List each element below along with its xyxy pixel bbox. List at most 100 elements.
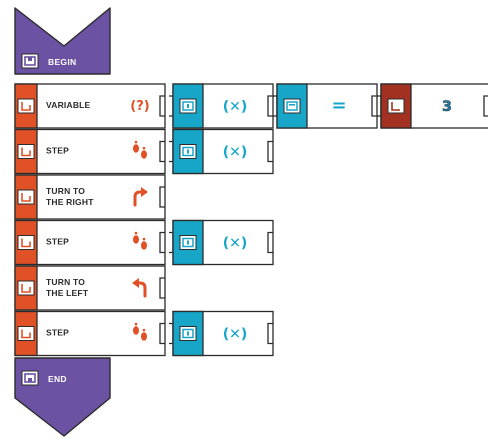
tile-glyph-dot <box>187 149 189 154</box>
param-socket <box>267 140 273 163</box>
block-socket <box>159 186 165 208</box>
param-socket <box>267 231 273 254</box>
arrow-head <box>141 187 148 197</box>
tile-frame <box>17 189 35 205</box>
param-strip <box>172 83 204 129</box>
param-socket <box>483 95 488 117</box>
parameter-block[interactable]: (✕) <box>169 128 274 175</box>
action-label-line-1: STEP <box>46 237 69 247</box>
param-value: (✕) <box>223 236 248 252</box>
tile-frame <box>17 235 35 250</box>
action-label-line-1: TURN TO <box>46 277 85 287</box>
question-icon: (?) <box>130 99 149 114</box>
block-socket <box>159 140 165 163</box>
action-block-body <box>14 219 166 266</box>
arrow-head <box>132 278 139 288</box>
begin-label: BEGIN <box>48 57 76 67</box>
action-label-line-1: VARIABLE <box>46 100 91 110</box>
footprint-toe <box>142 237 146 241</box>
tile-glyph-dot <box>187 331 189 336</box>
block-socket <box>159 277 165 299</box>
tile-frame <box>17 280 35 296</box>
tile-glyph-bar <box>289 104 295 106</box>
action-block[interactable]: VARIABLE (?) <box>14 83 166 129</box>
param-socket <box>267 322 273 345</box>
action-label-line-2: THE RIGHT <box>46 197 94 207</box>
block-socket <box>159 231 165 254</box>
action-block-body <box>14 174 166 220</box>
footsteps-icon <box>133 140 147 159</box>
tile-glyph <box>286 101 298 111</box>
tile-frame <box>17 326 35 341</box>
turn-right-arrow-icon <box>133 187 148 207</box>
footprint-toe <box>134 322 138 326</box>
tile-glyph <box>182 328 194 339</box>
turn-left-arrow-icon <box>132 278 147 298</box>
footprint-toe <box>142 146 146 150</box>
begin-block[interactable]: BEGIN <box>14 7 111 75</box>
tile-glyph <box>21 329 31 339</box>
tile-glyph <box>182 237 194 248</box>
parameter-block[interactable]: (✕) <box>169 83 274 129</box>
param-value: 3 <box>442 99 452 115</box>
begin-shape <box>14 7 111 75</box>
action-label-line-2: THE LEFT <box>46 288 89 298</box>
parameter-block[interactable]: = <box>273 83 378 129</box>
tile-glyph <box>21 147 31 157</box>
begin-icon <box>21 53 39 69</box>
tile-glyph <box>21 193 31 202</box>
param-socket <box>267 95 273 117</box>
tile-glyph <box>391 102 400 111</box>
tile-glyph <box>182 101 194 111</box>
tile-frame <box>387 98 405 114</box>
end-icon <box>21 370 39 386</box>
action-label-line-1: STEP <box>46 328 69 338</box>
tile-glyph <box>21 102 31 111</box>
block-socket <box>159 322 165 345</box>
tile-frame <box>17 98 35 114</box>
parameter-block[interactable]: (✕) <box>169 219 274 266</box>
tile-frame <box>17 144 35 159</box>
end-shape <box>14 357 111 437</box>
footprint <box>141 332 147 341</box>
param-value: (✕) <box>223 99 248 115</box>
footprint <box>133 326 139 335</box>
footprint-toe <box>134 231 138 235</box>
footprint <box>133 235 139 244</box>
action-label-line-1: STEP <box>46 146 69 156</box>
action-block[interactable]: STEP <box>14 219 166 266</box>
block-socket <box>159 95 165 117</box>
footprint <box>141 241 147 250</box>
param-socket <box>371 95 377 117</box>
tile-glyph <box>21 284 31 293</box>
action-icon-text: (?) <box>130 99 149 114</box>
param-value: (✕) <box>223 327 248 343</box>
end-label: END <box>48 374 67 384</box>
action-block-body <box>14 265 166 311</box>
action-block[interactable]: STEP <box>14 128 166 175</box>
arrow-stem <box>133 190 144 207</box>
footprint-toe <box>142 328 146 332</box>
param-value: = <box>331 95 346 116</box>
action-label-line-1: TURN TO <box>46 186 85 196</box>
footprint <box>141 150 147 159</box>
footsteps-icon <box>133 231 147 250</box>
param-value: (✕) <box>223 145 248 161</box>
footprint <box>133 144 139 153</box>
end-block[interactable]: END <box>14 357 111 437</box>
tile-glyph <box>182 146 194 157</box>
parameter-block[interactable]: (✕) <box>169 310 274 357</box>
value-block[interactable]: 3 <box>377 83 488 129</box>
action-block-body <box>14 83 166 129</box>
footprint-toe <box>134 140 138 144</box>
action-block-body <box>14 128 166 175</box>
tile-glyph-dot <box>187 104 189 108</box>
action-block[interactable]: STEP <box>14 310 166 357</box>
action-block-body <box>14 310 166 357</box>
arrow-stem <box>136 281 147 298</box>
tile-glyph <box>21 238 31 248</box>
